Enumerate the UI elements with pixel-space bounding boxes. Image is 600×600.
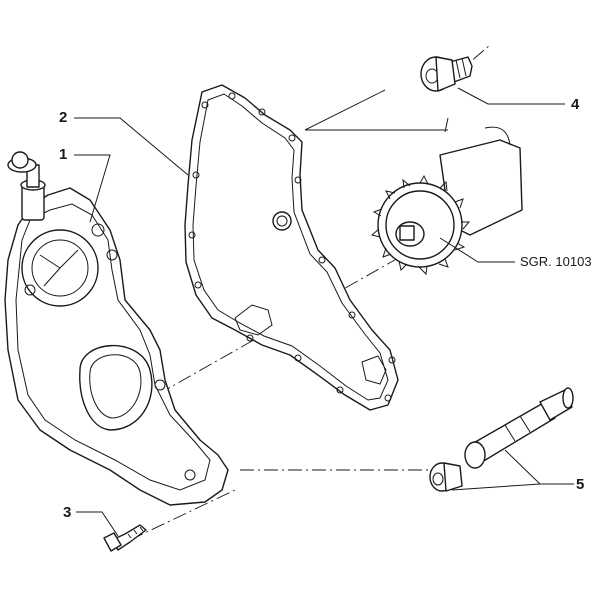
leader-5b bbox=[451, 483, 541, 491]
sgr-leader bbox=[439, 237, 515, 263]
callout-1: 1 bbox=[59, 146, 67, 163]
callout-4: 4 bbox=[571, 96, 580, 113]
leader-1 bbox=[74, 154, 111, 223]
callout-labels: 1 2 3 4 5 SGR. 10103 bbox=[59, 96, 592, 521]
callout-5: 5 bbox=[576, 476, 584, 493]
socket-screw-part bbox=[420, 56, 473, 92]
leader-5a bbox=[504, 449, 574, 485]
gasket-part bbox=[184, 84, 399, 411]
bolt-part bbox=[103, 524, 147, 552]
leader-3 bbox=[76, 511, 119, 537]
shaft-sleeve-part bbox=[429, 387, 574, 492]
leader-2 bbox=[74, 117, 189, 176]
callout-3: 3 bbox=[63, 504, 71, 521]
reference-code: SGR. 10103 bbox=[520, 254, 592, 269]
callout-2: 2 bbox=[59, 109, 67, 126]
gear-pointer bbox=[304, 89, 448, 131]
callout-leaders bbox=[74, 87, 574, 537]
camshaft-gear-part bbox=[370, 117, 523, 276]
leader-4 bbox=[457, 87, 565, 105]
front-cover-part bbox=[4, 151, 229, 506]
